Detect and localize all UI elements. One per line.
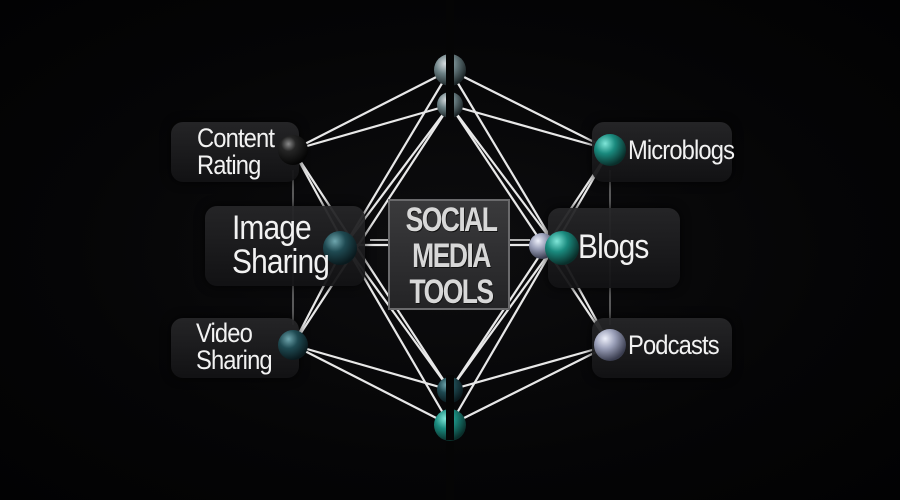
center-title-line-1: SOCIAL — [405, 201, 498, 239]
image-sharing-label: Image Sharing — [232, 209, 330, 281]
podcasts-sphere — [594, 329, 626, 361]
image-sharing-sphere — [323, 231, 357, 265]
microblogs-label: Microblogs — [628, 135, 735, 165]
content-rating-label: Content Rating — [197, 123, 275, 180]
blogs-label: Blogs — [578, 228, 649, 266]
content-rating-sphere — [278, 135, 308, 165]
video-sharing-box — [171, 318, 299, 378]
blogs-sphere — [545, 231, 579, 265]
center-title-box: SOCIAL MEDIA TOOLS — [388, 199, 510, 311]
center-title-line-2: MEDIA — [412, 237, 491, 275]
microblogs-sphere — [594, 134, 626, 166]
video-sharing-sphere — [278, 330, 308, 360]
center-title-line-3: TOOLS — [409, 273, 494, 311]
content-rating-box — [171, 122, 299, 182]
podcasts-label: Podcasts — [628, 330, 720, 360]
video-sharing-label: Video Sharing — [196, 318, 273, 375]
